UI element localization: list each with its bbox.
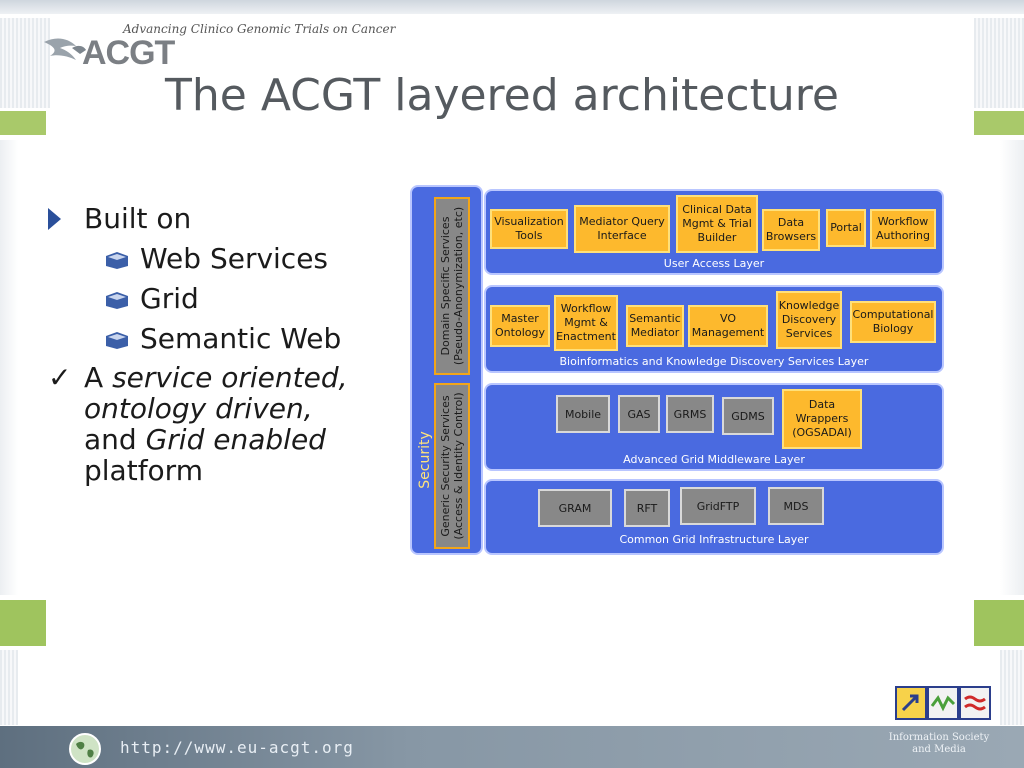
grid-middleware-layer: Mobile GAS GRMS GDMS Data Wrappers (OGSA… — [484, 383, 944, 471]
security-label: Security — [416, 431, 436, 489]
right-decor-strip-low — [1000, 650, 1024, 725]
grid-box: GAS — [618, 395, 660, 433]
information-society-logo-icon — [895, 686, 991, 720]
common-grid-layer: GRAM RFT GridFTP MDS Common Grid Infrast… — [484, 479, 944, 555]
layer-title: Common Grid Infrastructure Layer — [619, 533, 809, 546]
generic-security-line1: Generic Security Services — [439, 395, 452, 537]
domain-services-text: Domain Specific Services (Pseudo-Anonymi… — [439, 207, 465, 365]
service-box: Mediator Query Interface — [574, 205, 670, 253]
service-box: Semantic Mediator — [626, 305, 684, 347]
sub-bullet: Grid — [48, 282, 398, 322]
sub-bullet: Web Services — [48, 242, 398, 282]
information-society-text: Information Society and Media — [888, 732, 990, 755]
layer-title: Bioinformatics and Knowledge Discovery S… — [559, 355, 869, 368]
text-a: A — [84, 361, 104, 394]
acgt-bird-logo-icon — [44, 38, 86, 60]
right-shadow-strip — [1000, 140, 1024, 595]
bullet-text: Built on — [84, 202, 192, 235]
architecture-diagram: Security Domain Specific Services (Pseud… — [410, 185, 948, 557]
service-box: Clinical Data Mgmt & Trial Builder — [676, 195, 758, 253]
footer-url-link[interactable]: http://www.eu-acgt.org — [120, 738, 354, 757]
sub-bullet-text: Web Services — [140, 242, 329, 275]
security-column: Security Domain Specific Services (Pseud… — [410, 185, 483, 555]
security-label-text: Security — [416, 431, 433, 489]
grid-box: GRMS — [666, 395, 714, 433]
grid-box: MDS — [768, 487, 824, 525]
generic-security-services-box: Generic Security Services (Access & Iden… — [434, 383, 470, 549]
service-box: Workflow Authoring — [870, 209, 936, 249]
grid-box: RFT — [624, 489, 670, 527]
text-service-oriented: service oriented, — [112, 361, 348, 394]
grid-box: GDMS — [722, 397, 774, 435]
service-box: Data Browsers — [762, 209, 820, 251]
layer-title: User Access Layer — [663, 257, 765, 270]
layer-title: Advanced Grid Middleware Layer — [623, 453, 805, 466]
service-box: Portal — [826, 209, 866, 247]
left-decor-strip-low — [0, 650, 18, 725]
right-decor-strip — [974, 18, 1024, 108]
generic-security-text: Generic Security Services (Access & Iden… — [439, 392, 465, 539]
left-shadow-strip — [0, 140, 18, 595]
sub-bullet-text: Grid — [140, 282, 199, 315]
grid-box: Mobile — [556, 395, 610, 433]
domain-services-line2: (Pseudo-Anonymization, etc) — [452, 206, 465, 366]
sub-bullet: Semantic Web — [48, 322, 398, 362]
green-accent-right — [974, 111, 1024, 135]
bullet-built-on: Built on — [48, 202, 398, 242]
text-ontology-driven: ontology driven, — [84, 392, 313, 425]
triangle-bullet-icon — [48, 208, 61, 230]
sub-bullet-text: Semantic Web — [140, 322, 342, 355]
service-box: Workflow Mgmt & Enactment — [554, 295, 618, 351]
bullet-platform: ✓ A service oriented, ontology driven, a… — [48, 362, 398, 486]
domain-services-line1: Domain Specific Services — [439, 216, 452, 356]
green-accent-left-bottom — [0, 600, 46, 646]
green-accent-left — [0, 111, 46, 135]
service-box: VO Management — [688, 305, 768, 347]
domain-specific-services-box: Domain Specific Services (Pseudo-Anonymi… — [434, 197, 470, 375]
book-bullet-icon — [106, 332, 128, 349]
page-title: The ACGT layered architecture — [165, 70, 839, 121]
grid-box: GridFTP — [680, 487, 756, 525]
text-platform: platform — [84, 454, 203, 487]
service-box: Knowledge Discovery Services — [776, 291, 842, 349]
bioinformatics-layer: Master Ontology Workflow Mgmt & Enactmen… — [484, 285, 944, 373]
footer-bar — [0, 726, 1024, 768]
checkmark-icon: ✓ — [48, 361, 72, 394]
user-access-layer: Visualization Tools Mediator Query Inter… — [484, 189, 944, 275]
service-box: Master Ontology — [490, 305, 550, 347]
service-box: Visualization Tools — [490, 209, 568, 249]
logo-text: ACGT — [82, 34, 175, 72]
text-grid-enabled: Grid enabled — [145, 423, 326, 456]
service-box: Data Wrappers (OGSADAI) — [782, 389, 862, 449]
logo-tagline: Advancing Clinico Genomic Trials on Canc… — [123, 22, 396, 36]
left-decor-strip — [0, 18, 50, 108]
book-bullet-icon — [106, 292, 128, 309]
generic-security-line2: (Access & Identity Control) — [452, 392, 465, 540]
grid-box: GRAM — [538, 489, 612, 527]
globe-icon — [69, 733, 101, 765]
top-band — [0, 0, 1024, 14]
service-box: Computational Biology — [850, 301, 936, 343]
green-accent-right-bottom — [974, 600, 1024, 646]
text-and: and — [84, 423, 137, 456]
book-bullet-icon — [106, 252, 128, 269]
bullet-list: Built on Web Services Grid Semantic Web … — [48, 202, 398, 486]
